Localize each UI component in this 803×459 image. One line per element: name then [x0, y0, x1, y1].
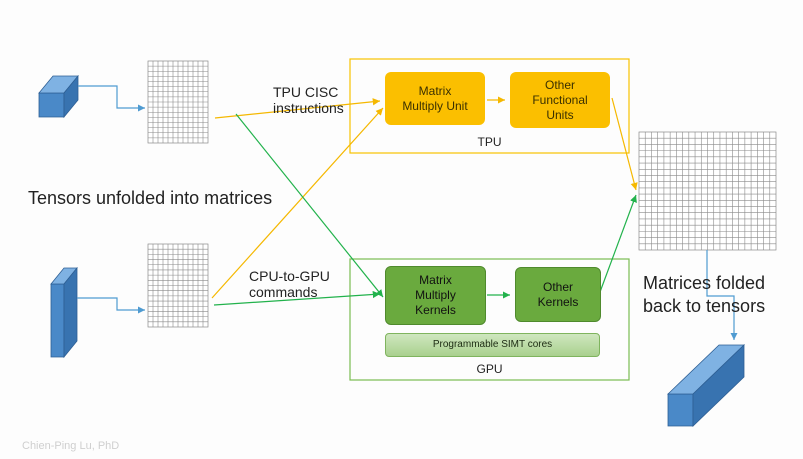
matrix-grid-2: [147, 243, 209, 328]
output-tensor-icon: [667, 344, 745, 427]
tpu-matrix-multiply-unit: Matrix Multiply Unit: [385, 72, 485, 125]
gpu-simt-cores: Programmable SIMT cores: [385, 333, 600, 357]
input-tensor-2-icon: [50, 266, 78, 359]
tpu-other-functional-units: Other Functional Units: [510, 72, 610, 128]
arrow-m1-to-tpu-mmu: [214, 98, 381, 119]
tpu-frame: [349, 58, 630, 154]
gpu-frame: [349, 258, 630, 381]
gpu-title: GPU: [476, 362, 503, 376]
arrow-m1-to-gpu-mmk: [235, 113, 384, 298]
author-footer: Chien-Ping Lu, PhD: [22, 440, 120, 452]
arrow-tpu-to-output: [611, 97, 638, 191]
cpu-gpu-label: CPU-to-GPU commands: [249, 268, 330, 301]
matrices-folded-label: Matrices folded back to tensors: [643, 273, 766, 316]
tensors-unfolded-label: Tensors unfolded into matrices: [28, 188, 273, 208]
arrow-m2-to-tpu-mmu: [211, 107, 384, 299]
input-tensor-1-icon: [38, 74, 79, 119]
arrow-m2-to-gpu-mmk: [213, 290, 381, 306]
arrow-tensor2-to-matrix2: [77, 297, 145, 314]
arrow-tensor1-to-matrix1: [78, 85, 145, 112]
tpu-title: TPU: [477, 135, 502, 149]
tpu-cisc-label: TPU CISC instructions: [273, 84, 344, 117]
matrix-grid-output: [638, 131, 777, 251]
arrow-output-to-tensor: [706, 250, 738, 340]
matrix-grid-1: [147, 60, 209, 144]
gpu-matrix-multiply-kernels: Matrix Multiply Kernels: [385, 266, 486, 325]
arrow-gpu-to-output: [599, 194, 637, 293]
gpu-other-kernels: Other Kernels: [515, 267, 601, 322]
